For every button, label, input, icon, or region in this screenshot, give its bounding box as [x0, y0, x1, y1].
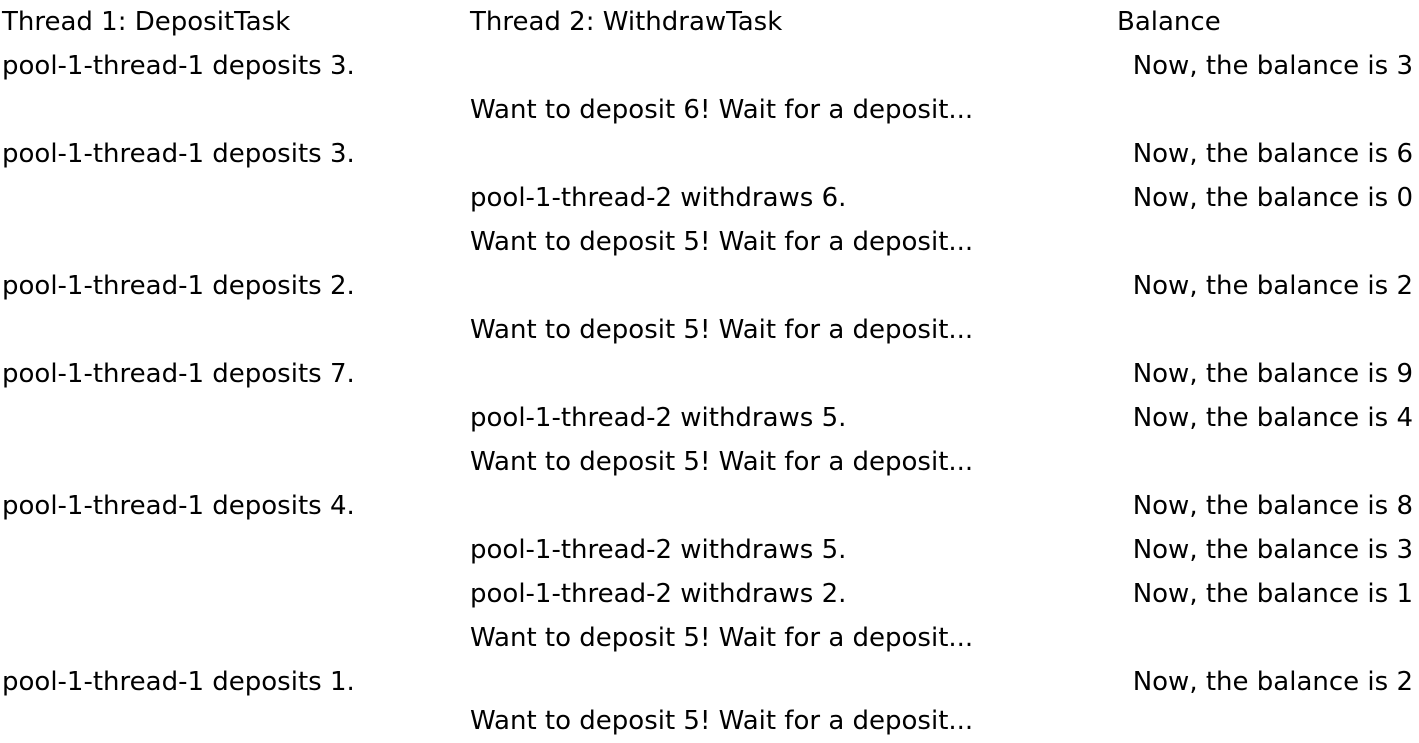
withdraw-text: Want to deposit 5! Wait for a deposit... [470, 623, 974, 653]
balance-text: Now, the balance is 9 [1132, 359, 1413, 389]
output-row: pool-1-thread-2 withdraws 5. Now, the ba… [0, 396, 1419, 440]
output-row: pool-1-thread-2 withdraws 6. Now, the ba… [0, 176, 1419, 220]
output-row: Want to deposit 6! Wait for a deposit... [0, 88, 1419, 132]
deposit-text: pool-1-thread-1 deposits 3. [2, 51, 355, 81]
balance-text: Now, the balance is 6 [1132, 139, 1413, 169]
deposit-text: pool-1-thread-1 deposits 3. [2, 139, 355, 169]
output-row: pool-1-thread-1 deposits 1. Now, the bal… [0, 660, 1419, 704]
balance-text: Now, the balance is 3 [1132, 51, 1413, 81]
output-row: pool-1-thread-1 deposits 7. Now, the bal… [0, 352, 1419, 396]
output-row: pool-1-thread-2 withdraws 5. Now, the ba… [0, 528, 1419, 572]
withdraw-text: Want to deposit 5! Wait for a deposit... [470, 315, 974, 345]
withdraw-text: Want to deposit 5! Wait for a deposit... [470, 227, 974, 257]
output-row: pool-1-thread-1 deposits 3. Now, the bal… [0, 132, 1419, 176]
output-row: Want to deposit 5! Wait for a deposit... [0, 220, 1419, 264]
withdraw-text: Want to deposit 5! Wait for a deposit... [470, 706, 974, 736]
header-row: Thread 1: DepositTask Thread 2: Withdraw… [0, 0, 1419, 44]
deposit-text: pool-1-thread-1 deposits 1. [2, 667, 355, 697]
thread2-column-header: Thread 2: WithdrawTask [470, 7, 783, 37]
output-row: Want to deposit 5! Wait for a deposit... [0, 440, 1419, 484]
deposit-text: pool-1-thread-1 deposits 4. [2, 491, 355, 521]
balance-column-header: Balance [1117, 7, 1221, 37]
thread1-column-header: Thread 1: DepositTask [2, 7, 291, 37]
output-row: Want to deposit 5! Wait for a deposit... [0, 699, 1419, 743]
withdraw-text: Want to deposit 5! Wait for a deposit... [470, 447, 974, 477]
balance-text: Now, the balance is 0 [1132, 183, 1413, 213]
output-row: pool-1-thread-1 deposits 2. Now, the bal… [0, 264, 1419, 308]
deposit-text: pool-1-thread-1 deposits 7. [2, 359, 355, 389]
balance-text: Now, the balance is 1 [1132, 579, 1413, 609]
output-row: pool-1-thread-1 deposits 4. Now, the bal… [0, 484, 1419, 528]
withdraw-text: pool-1-thread-2 withdraws 6. [470, 183, 847, 213]
withdraw-text: pool-1-thread-2 withdraws 2. [470, 579, 847, 609]
withdraw-text: pool-1-thread-2 withdraws 5. [470, 403, 847, 433]
balance-text: Now, the balance is 3 [1132, 535, 1413, 565]
output-row: Want to deposit 5! Wait for a deposit... [0, 308, 1419, 352]
output-row: Want to deposit 5! Wait for a deposit... [0, 616, 1419, 660]
balance-text: Now, the balance is 8 [1132, 491, 1413, 521]
output-row: pool-1-thread-2 withdraws 2. Now, the ba… [0, 572, 1419, 616]
output-row: pool-1-thread-1 deposits 3. Now, the bal… [0, 44, 1419, 88]
withdraw-text: Want to deposit 6! Wait for a deposit... [470, 95, 974, 125]
balance-text: Now, the balance is 2 [1132, 271, 1413, 301]
deposit-text: pool-1-thread-1 deposits 2. [2, 271, 355, 301]
balance-text: Now, the balance is 2 [1132, 667, 1413, 697]
balance-text: Now, the balance is 4 [1132, 403, 1413, 433]
withdraw-text: pool-1-thread-2 withdraws 5. [470, 535, 847, 565]
